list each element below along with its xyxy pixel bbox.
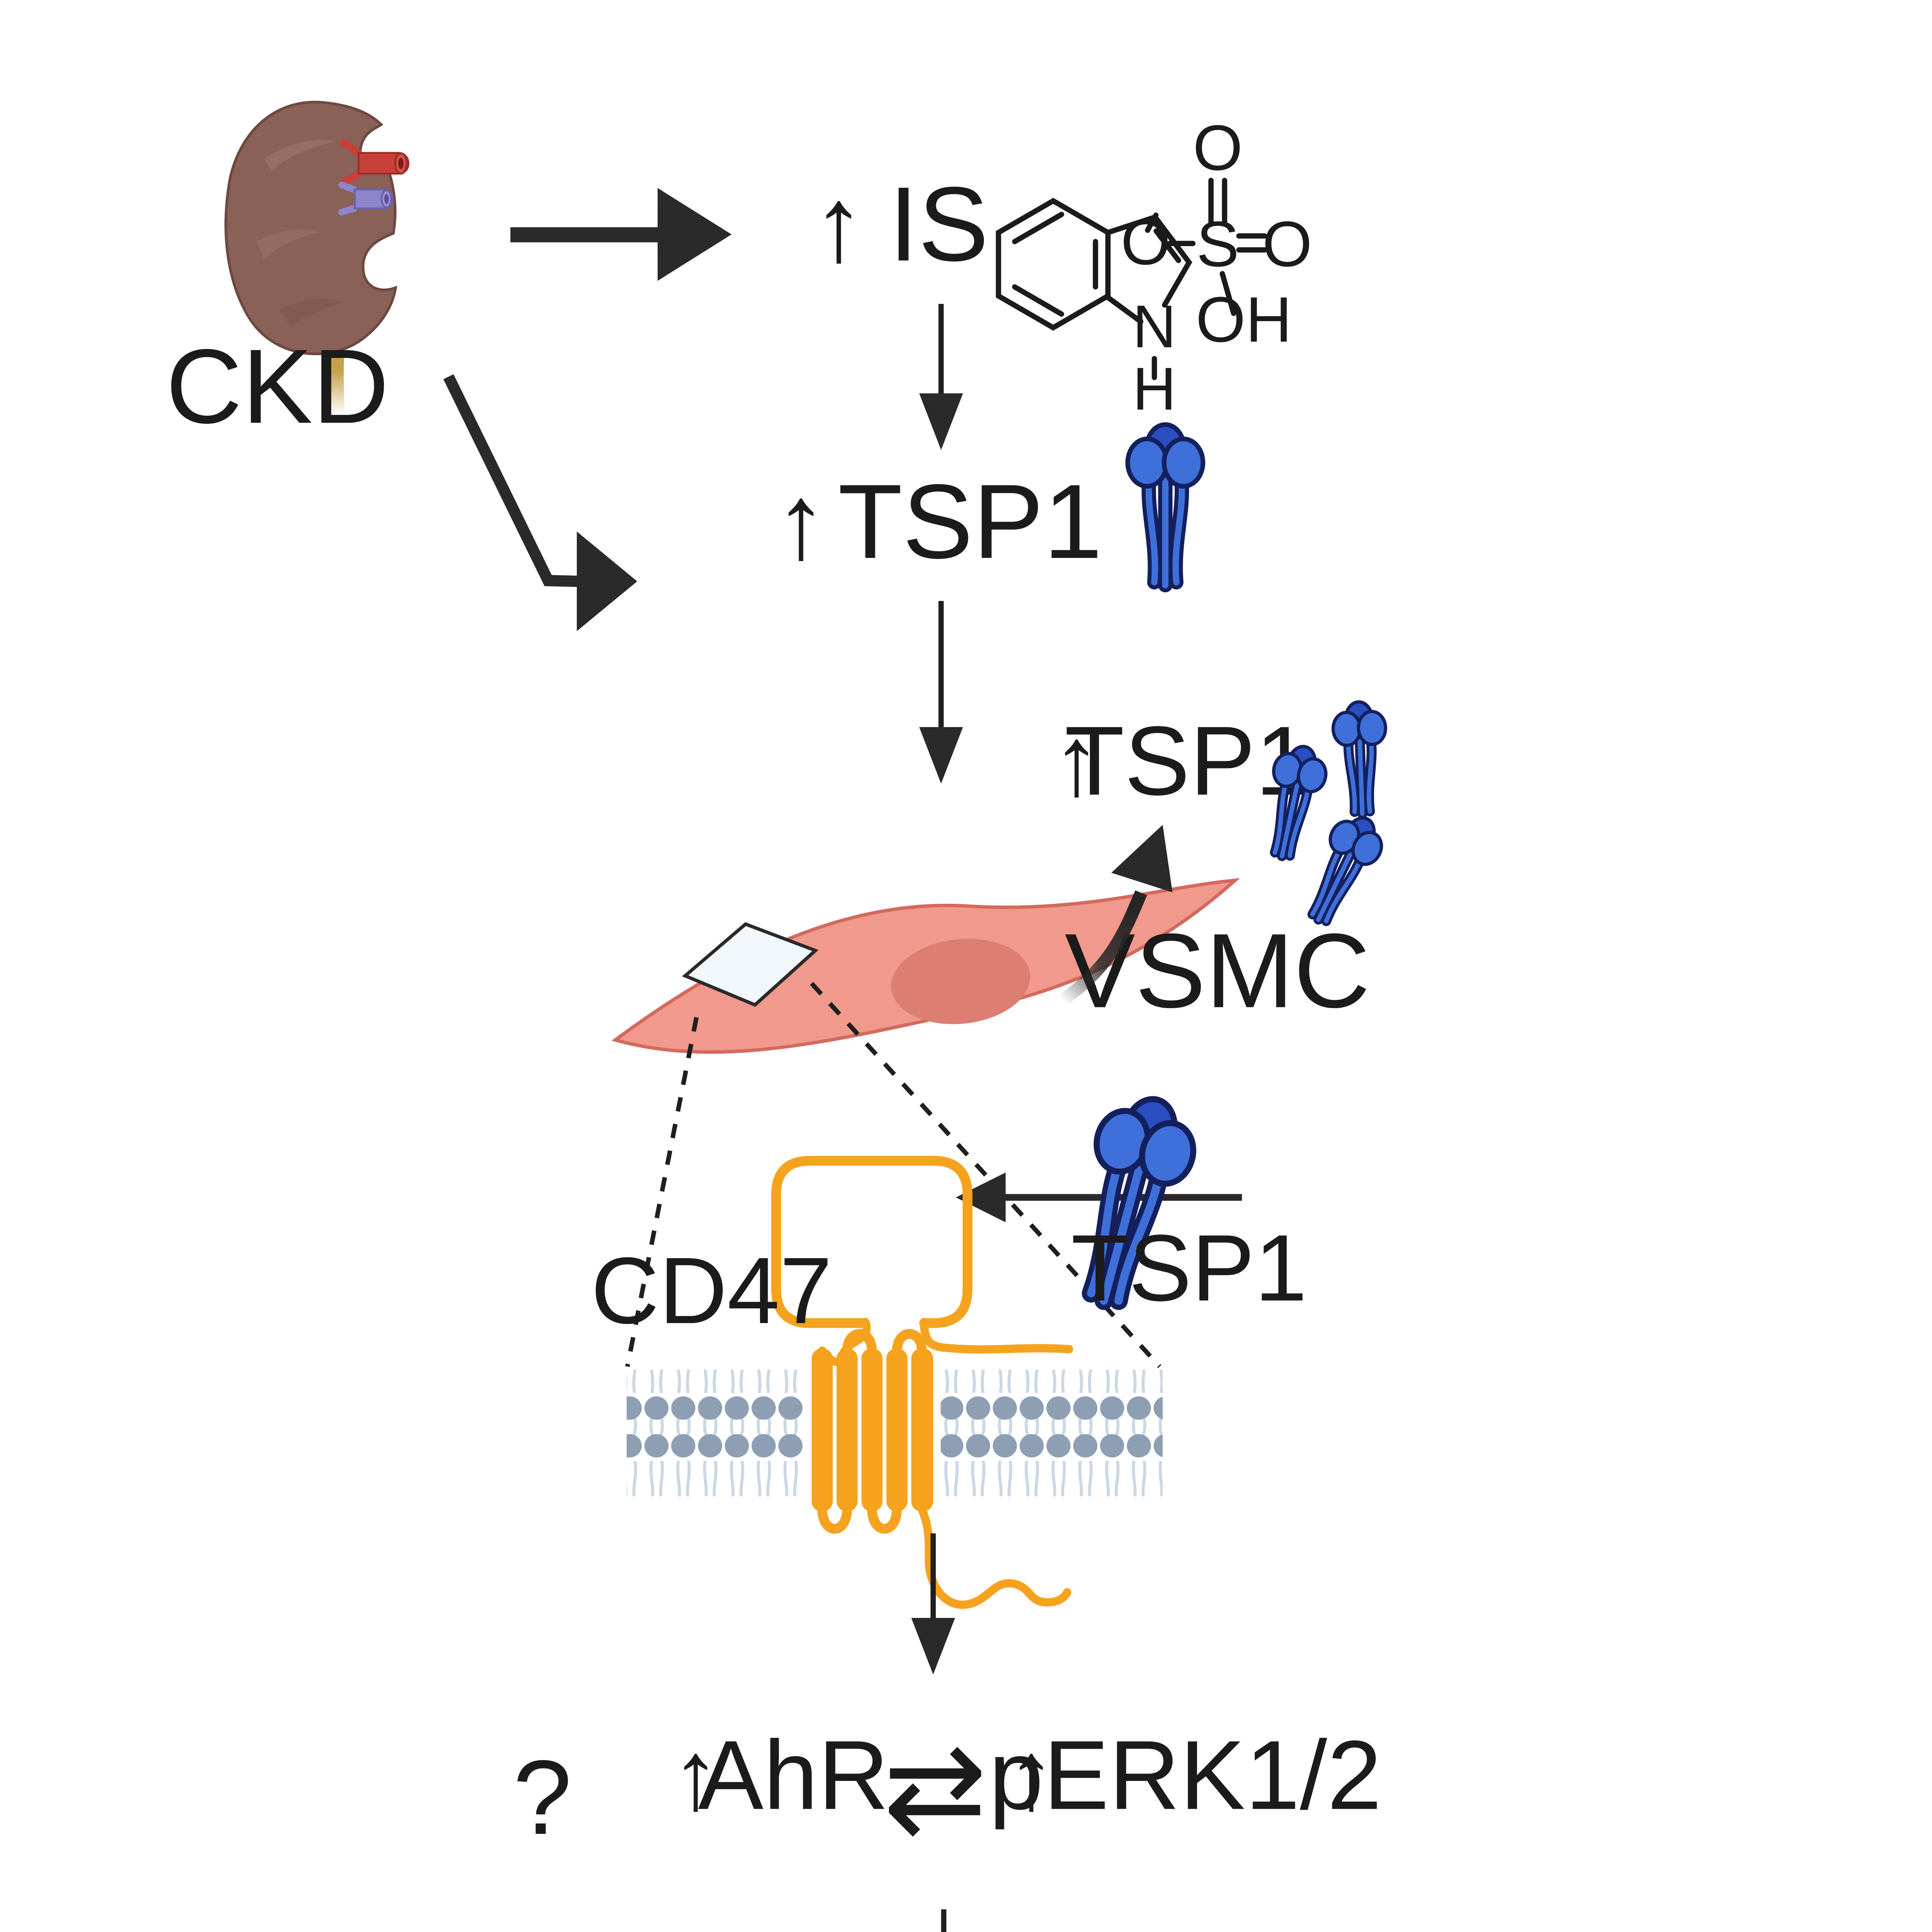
chemical-structure-icon: N H O S O O OH bbox=[996, 112, 1312, 423]
ckd-to-tsp1-arrow bbox=[443, 374, 638, 631]
ahr-label: AhR bbox=[698, 1720, 889, 1830]
secretion-arrow bbox=[1059, 825, 1173, 1006]
vsmc-cell-icon bbox=[611, 878, 1240, 1054]
vsmc-label: VSMC bbox=[1065, 911, 1370, 1029]
perk-label: pERK1/2 bbox=[989, 1720, 1382, 1830]
ckd-label: CKD bbox=[166, 327, 389, 445]
kidney-icon bbox=[224, 100, 410, 423]
is-to-tsp1-arrow bbox=[919, 304, 963, 450]
perk-up-arrow: ↑ bbox=[1007, 1720, 1056, 1830]
cd47-receptor-icon bbox=[771, 1156, 1073, 1609]
renal-artery bbox=[340, 139, 410, 186]
zoom-parallelogram-icon bbox=[682, 922, 819, 1007]
secreted-tsp1-up-arrow: ↑ bbox=[1052, 706, 1101, 815]
secreted-tsp1-label: TSP1 bbox=[1065, 706, 1310, 815]
tsp1-up-arrow: ↑ bbox=[775, 462, 828, 580]
cd47-stub bbox=[920, 1318, 1073, 1354]
cd47-tm-helices bbox=[811, 1348, 934, 1512]
cd47-loop bbox=[771, 1156, 973, 1328]
is-label: IS bbox=[889, 165, 988, 283]
receptor-to-signaling-arrow bbox=[911, 1533, 955, 1675]
tsp1-trimer-icon bbox=[1128, 425, 1203, 585]
signaling-to-senescence-arrow bbox=[941, 1909, 947, 1932]
equilibrium-symbol: ⇄ bbox=[883, 1716, 987, 1861]
tsp1-to-vsmc-arrow bbox=[919, 601, 963, 784]
is-up-arrow: ↑ bbox=[812, 165, 865, 283]
vsmc-nucleus bbox=[891, 939, 1031, 1024]
cd47-tail bbox=[918, 1506, 1071, 1609]
atom-s: S bbox=[1196, 209, 1239, 280]
cd47-label: CD47 bbox=[591, 1238, 832, 1343]
tsp1-label: TSP1 bbox=[838, 462, 1102, 580]
ckd-to-is-arrow bbox=[510, 188, 732, 281]
zoom-dashed-line-right bbox=[810, 981, 1162, 1368]
atom-o-top: O bbox=[1193, 112, 1243, 184]
atom-o-right: O bbox=[1262, 209, 1312, 280]
question-mark: ? bbox=[513, 1738, 572, 1856]
kidney-body bbox=[224, 100, 398, 355]
atom-o-ester: O bbox=[1121, 207, 1170, 278]
atom-oh: OH bbox=[1196, 284, 1292, 355]
atom-n: N bbox=[1133, 293, 1176, 361]
zoom-dashed-line-left bbox=[625, 1017, 699, 1367]
renal-vein bbox=[338, 181, 394, 216]
tsp1-ligand-label: TSP1 bbox=[1071, 1215, 1307, 1321]
ahr-up-arrow: ↑ bbox=[671, 1720, 720, 1830]
